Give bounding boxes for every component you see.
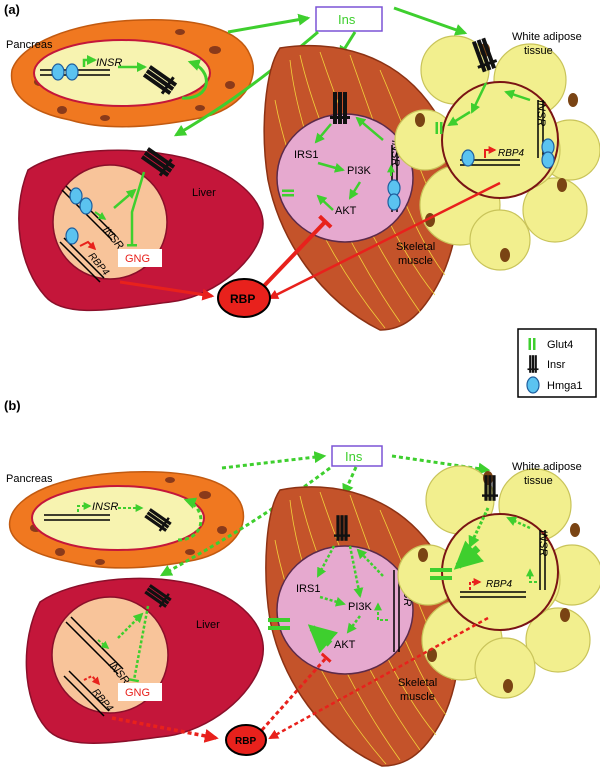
rbp-label: RBP	[230, 292, 255, 306]
akt-label: AKT	[334, 639, 356, 651]
gng-box	[118, 683, 162, 701]
ins-label: Ins	[345, 449, 363, 464]
rbp-label: RBP	[235, 736, 256, 747]
pancreas-label: Pancreas	[6, 473, 53, 485]
white-adipose-a: INSR RBP4 White adipose tissue	[394, 31, 600, 271]
pancreas-a: INSR Pancreas	[6, 19, 255, 128]
legend-insr: Insr	[547, 359, 566, 371]
liver-a: INSR RBP4 GNG Liver	[18, 144, 264, 312]
hmga1-icon	[541, 151, 555, 169]
hmga1-icon	[526, 376, 540, 394]
insr-receptor-icon	[527, 355, 539, 373]
pancreas-label: Pancreas	[6, 39, 53, 51]
liver-label: Liver	[192, 187, 216, 199]
gng-box	[118, 249, 162, 267]
ins-label: Ins	[338, 12, 356, 27]
wat-label-2: tissue	[524, 45, 553, 57]
hmga1-icon	[69, 187, 83, 205]
panel-b-label: (b)	[4, 398, 21, 413]
irs1-label: IRS1	[294, 149, 318, 161]
wat-label-2: tissue	[524, 475, 553, 487]
glut4-icon	[268, 618, 290, 630]
pi3k-label: PI3K	[347, 165, 372, 177]
irs1-label: IRS1	[296, 583, 320, 595]
skeletal-muscle-label: Skeletal	[398, 677, 437, 689]
muscle-nucleus	[276, 545, 414, 675]
hmga1-icon	[461, 149, 475, 167]
wat-label: White adipose	[512, 461, 582, 473]
liver-label: Liver	[196, 619, 220, 631]
pi3k-label: PI3K	[348, 601, 373, 613]
hmga1-icon	[387, 193, 401, 211]
panel-a-label: (a)	[4, 2, 20, 17]
akt-label: AKT	[335, 205, 357, 217]
pancreas-b: INSR Pancreas	[6, 471, 245, 569]
legend-glut4: Glut4	[547, 339, 573, 351]
hmga1-icon	[65, 63, 79, 81]
skeletal-muscle-label-2: muscle	[398, 255, 433, 267]
panel-a: (a) INSR Pancreas Ins	[4, 2, 600, 331]
insr-receptor-icon	[330, 92, 350, 124]
hmga1-icon	[65, 227, 79, 245]
rbp-node	[217, 278, 271, 318]
ins-box	[331, 445, 383, 467]
pancreas-nucleus	[31, 485, 205, 551]
insr-gene-label: INSR	[96, 57, 122, 69]
legend: Glut4 Insr Hmga1	[517, 328, 597, 398]
skeletal-muscle-label: Skeletal	[396, 241, 435, 253]
glut4-icon	[430, 568, 452, 580]
skeletal-muscle-label-2: muscle	[400, 691, 435, 703]
rbp4-gene-label: RBP4	[486, 579, 513, 590]
rbp-node	[225, 724, 267, 756]
gng-label: GNG	[125, 253, 150, 265]
hmga1-icon	[79, 197, 93, 215]
insr-gene-label: INSR	[535, 100, 547, 126]
insr-gene-label: INSR	[92, 501, 118, 513]
legend-hmga1: Hmga1	[547, 380, 582, 392]
ins-box	[315, 6, 383, 32]
rbp4-gene-label: RBP4	[498, 148, 525, 159]
hmga1-icon	[51, 63, 65, 81]
liver-b: INSR RBP4 GNG Liver	[25, 577, 264, 744]
gng-label: GNG	[125, 687, 150, 699]
insr-gene-label: INSR	[537, 530, 549, 556]
panel-b: (b) INSR Pancreas Ins	[4, 398, 600, 767]
wat-label: White adipose	[512, 31, 582, 43]
white-adipose-b: INSR RBP4 White adipose tissue	[397, 461, 600, 699]
